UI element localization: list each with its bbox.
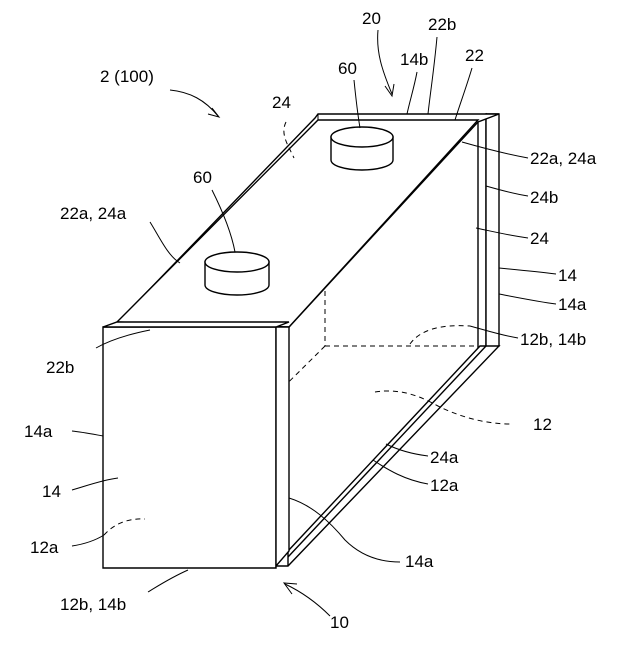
label-22a24a-right: 22a, 24a <box>530 149 597 168</box>
label-12-right: 12 <box>533 415 552 434</box>
label-12a-right: 12a <box>430 476 459 495</box>
label-60-top: 60 <box>338 59 357 78</box>
front-wall-top-edge <box>103 322 289 327</box>
right-wall <box>478 114 499 352</box>
label-22b-top: 22b <box>428 15 456 34</box>
label-24-top: 24 <box>272 93 291 112</box>
label-20: 20 <box>362 9 381 28</box>
label-14a-bottom: 14a <box>405 552 434 571</box>
leader-12b14b-right-dashed <box>410 326 470 344</box>
arrow-assembly <box>208 108 219 117</box>
front-wall-face <box>103 327 276 568</box>
label-14b-top: 14b <box>400 50 428 69</box>
label-14a-left: 14a <box>24 422 53 441</box>
leader-20 <box>378 30 392 94</box>
leader-22a24a-left <box>150 222 180 263</box>
label-12b14b-bottom: 12b, 14b <box>60 595 126 614</box>
front-wall <box>103 322 289 568</box>
right-wall-inner <box>478 114 486 352</box>
leader-14b-top <box>407 72 417 114</box>
terminal-rear-top <box>331 127 393 147</box>
label-24-right: 24 <box>530 229 549 248</box>
leader-22b-top <box>428 37 437 114</box>
label-22-top: 22 <box>465 46 484 65</box>
front-wall-side <box>276 327 289 566</box>
label-14-left: 14 <box>42 482 61 501</box>
terminal-front <box>205 252 269 295</box>
terminal-rear <box>331 127 393 170</box>
top-plate <box>117 114 499 327</box>
leader-14-right <box>499 268 556 274</box>
label-10: 10 <box>330 613 349 632</box>
leader-22-top <box>455 68 472 120</box>
label-12a-left: 12a <box>30 538 59 557</box>
label-24a-bottom: 24a <box>430 448 459 467</box>
arrow-20 <box>385 84 394 96</box>
label-14a-right: 14a <box>558 295 587 314</box>
label-24b: 24b <box>530 188 558 207</box>
leader-14a-left <box>72 431 103 436</box>
bottom-plate <box>276 346 499 566</box>
label-60-mid: 60 <box>193 168 212 187</box>
leader-assembly <box>170 90 218 116</box>
label-22b-left: 22b <box>46 358 74 377</box>
top-plate-surface <box>117 120 478 327</box>
leader-14a-right <box>499 294 556 304</box>
bottom-plate-rim <box>276 346 499 566</box>
label-12b14b-right: 12b, 14b <box>520 330 586 349</box>
label-assembly: 2 (100) <box>100 67 154 86</box>
terminal-front-top <box>205 252 269 272</box>
leader-12b14b-bottom <box>148 570 188 592</box>
leader-10 <box>285 584 330 616</box>
label-14-right: 14 <box>558 266 577 285</box>
label-22a24a-left: 22a, 24a <box>60 204 127 223</box>
leader-12a-left <box>72 535 104 546</box>
